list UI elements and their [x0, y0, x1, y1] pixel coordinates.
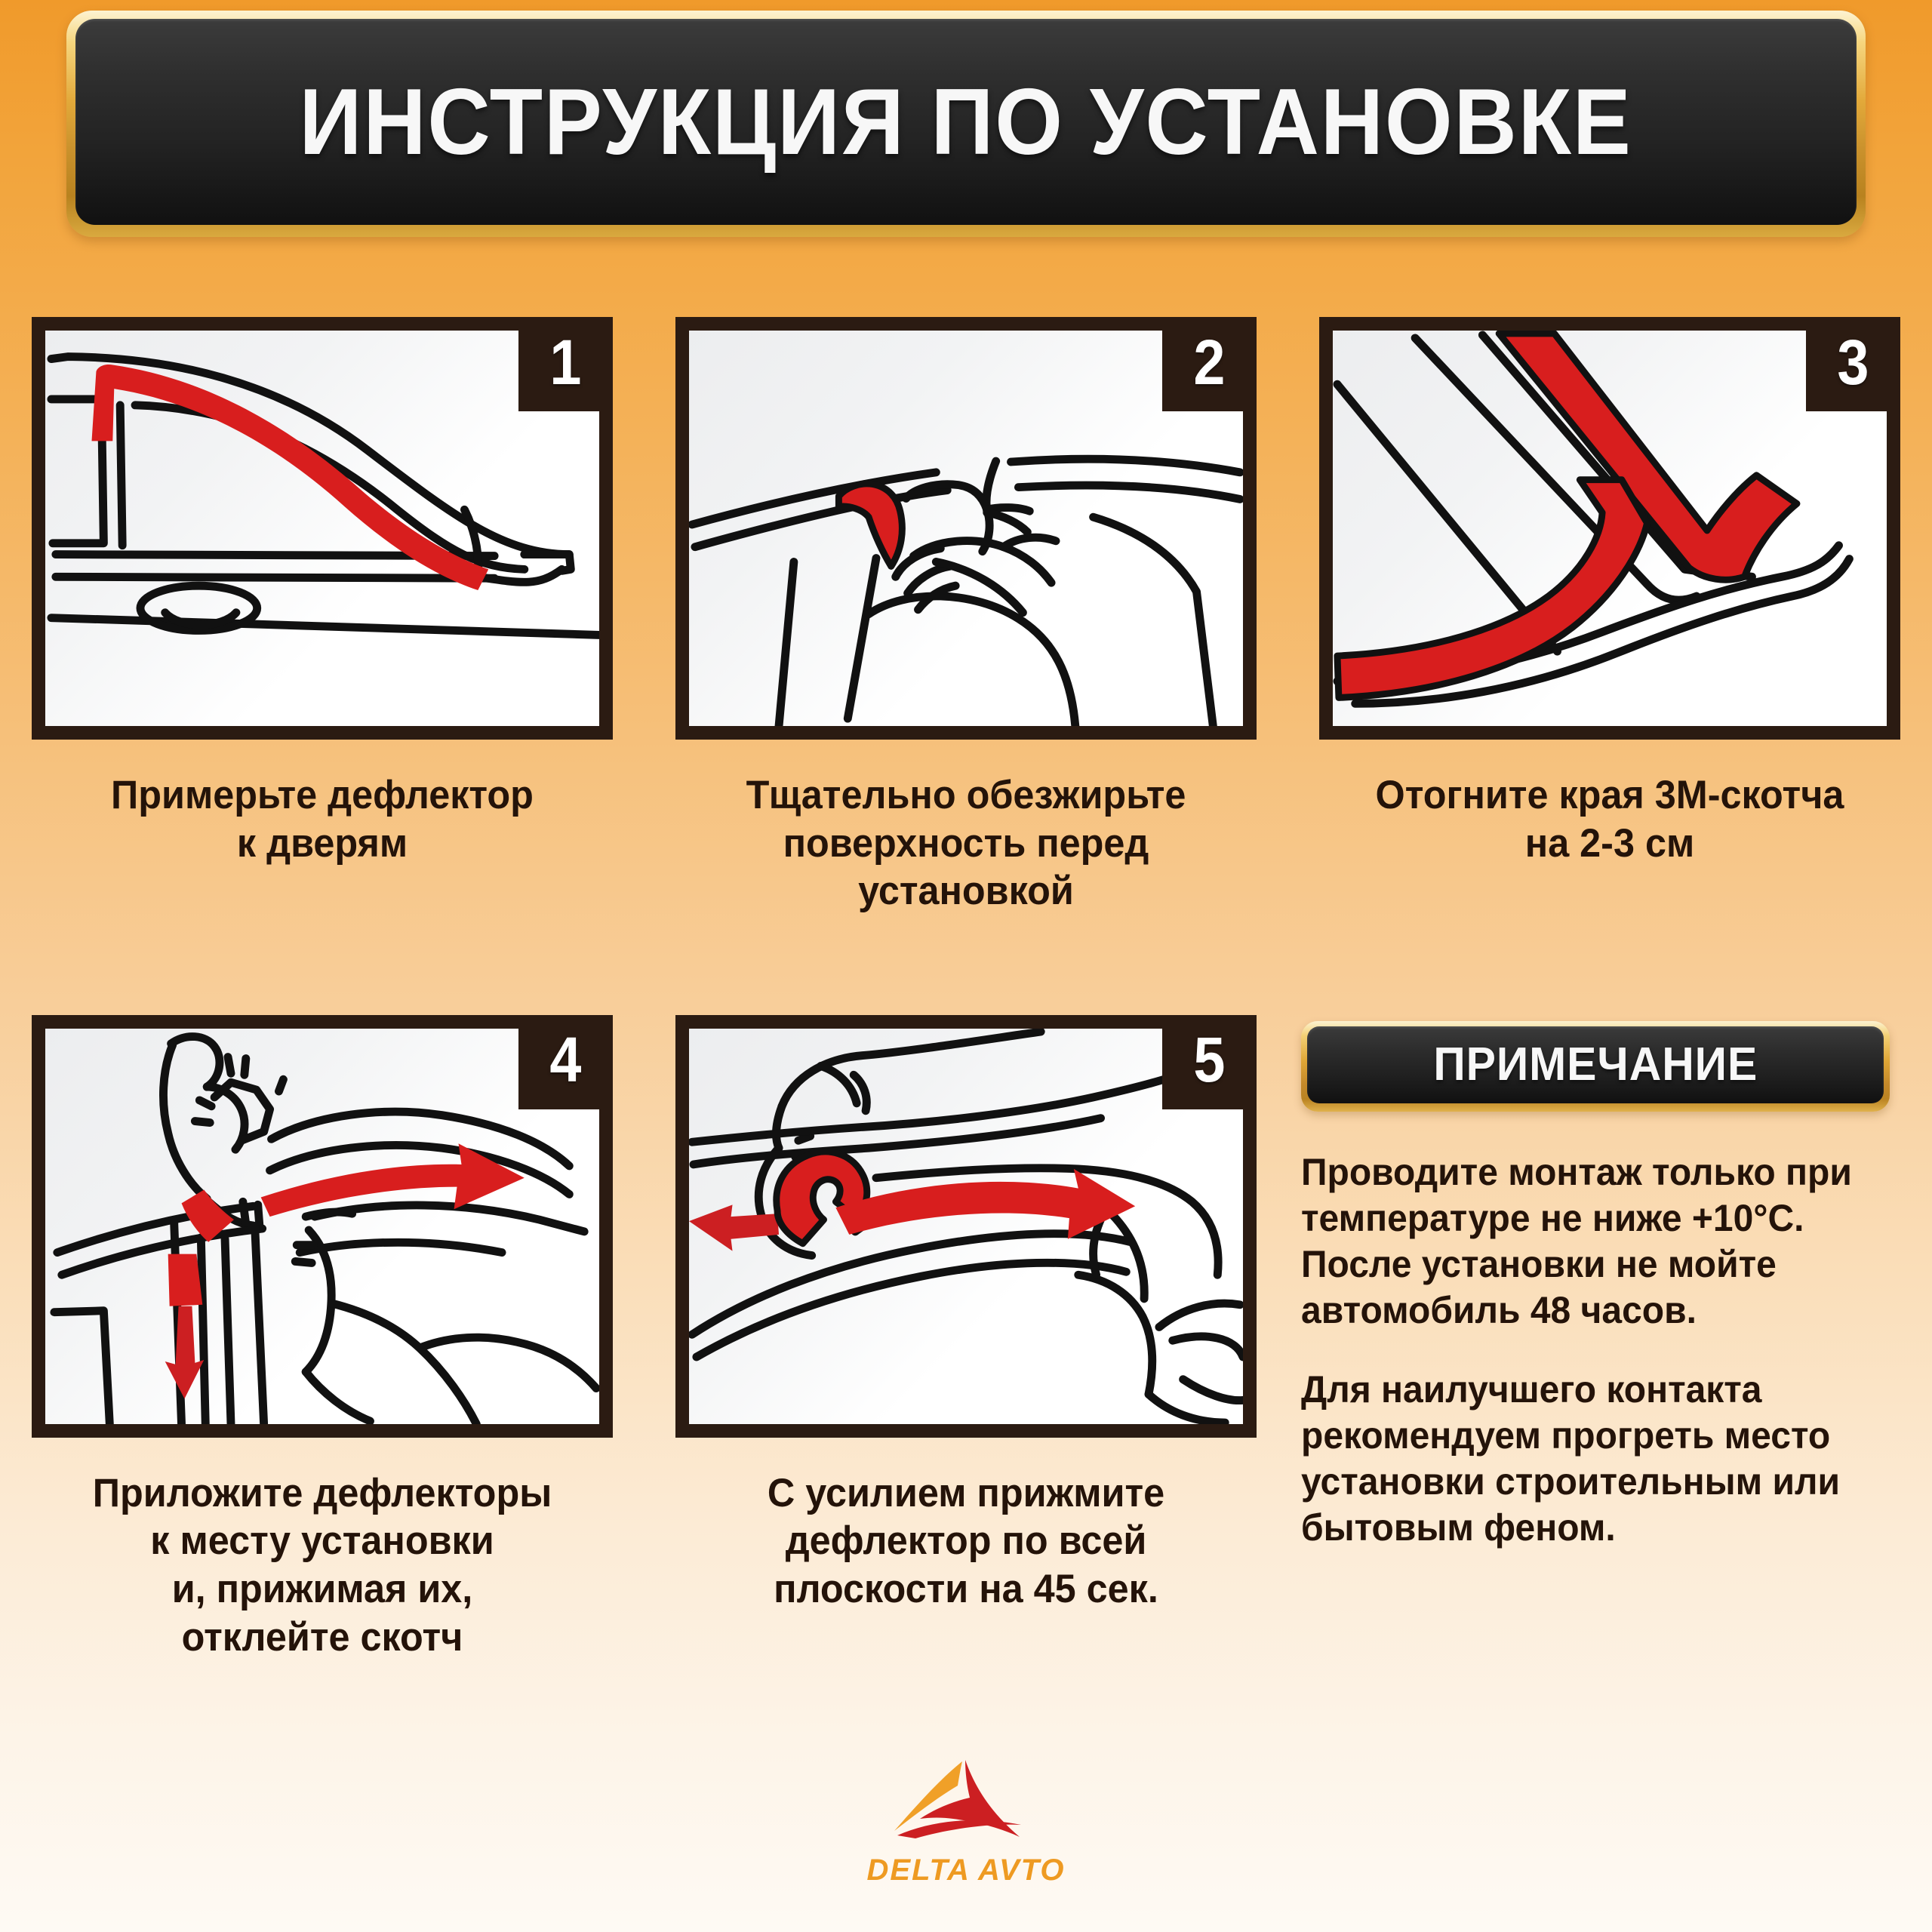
- step-number-5: 5: [1192, 1024, 1226, 1096]
- note-title-plate: ПРИМЕЧАНИЕ: [1307, 1026, 1884, 1103]
- step-number-badge-3: 3: [1805, 317, 1900, 411]
- step-card-2: 2 Тщательно обезжирьте поверхность перед…: [644, 317, 1287, 915]
- step-number-badge-2: 2: [1161, 317, 1257, 411]
- step-caption-1: Примерьте дефлектор к дверям: [110, 773, 534, 866]
- step-caption-3: Отогните края 3М-скотча на 2-3 см: [1375, 773, 1844, 866]
- car-door-deflector-icon: [46, 352, 599, 639]
- step-number-1: 1: [549, 326, 582, 398]
- step-caption-2: Тщательно обезжирьте поверхность перед у…: [746, 773, 1186, 914]
- hand-pressing-deflector-icon: [688, 1028, 1243, 1424]
- step-card-4: 4 Приложите дефлекторы к месту установки…: [0, 1014, 644, 1661]
- step-card-5: 5 С усилием прижмите дефлектор по всей п…: [644, 1014, 1287, 1661]
- step-number-3: 3: [1836, 326, 1869, 398]
- note-title-banner: ПРИМЕЧАНИЕ: [1301, 1020, 1890, 1112]
- note-paragraph-2: Для наилучшего контакта рекомендуем прог…: [1301, 1367, 1840, 1549]
- step-caption-4: Приложите дефлекторы к месту установки и…: [92, 1470, 552, 1660]
- steps-row-2: 4 Приложите дефлекторы к месту установки…: [0, 1014, 1932, 1661]
- page-title-banner: ИНСТРУКЦИЯ ПО УСТАНОВКЕ: [66, 11, 1866, 237]
- steps-grid: 1 Примерьте дефлектор к дверям: [0, 317, 1932, 1661]
- hand-applying-deflector-icon: [49, 1032, 599, 1424]
- step-illustration-2: 2: [675, 317, 1257, 740]
- note-paragraph-1: Проводите монтаж только при температуре …: [1301, 1150, 1852, 1331]
- step-number-2: 2: [1192, 326, 1226, 398]
- brand-logo: DELTA AVTO: [0, 1758, 1932, 1887]
- step-caption-5: С усилием прижмите дефлектор по всей пло…: [767, 1470, 1164, 1611]
- page-title: ИНСТРУКЦИЯ ПО УСТАНОВКЕ: [299, 69, 1633, 174]
- step-number-4: 4: [549, 1024, 582, 1096]
- note-title: ПРИМЕЧАНИЕ: [1433, 1038, 1758, 1091]
- note-body: Проводите монтаж только при температуре …: [1301, 1149, 1881, 1551]
- delta-arrow-logo-icon: [894, 1760, 1021, 1838]
- step-card-1: 1 Примерьте дефлектор к дверям: [0, 317, 644, 915]
- hand-wiping-surface-icon: [688, 454, 1243, 726]
- note-section: ПРИМЕЧАНИЕ Проводите монтаж только при т…: [1287, 1015, 1931, 1661]
- peeling-tape-liner-icon: [1332, 331, 1854, 708]
- step-card-3: 3 Отогните края 3М-скотча на 2-3 см: [1287, 317, 1931, 915]
- step-illustration-1: 1: [31, 317, 613, 740]
- step-illustration-5: 5: [675, 1014, 1257, 1438]
- step-illustration-3: 3: [1318, 317, 1900, 740]
- step-number-badge-5: 5: [1161, 1014, 1257, 1109]
- steps-row-1: 1 Примерьте дефлектор к дверям: [0, 317, 1932, 915]
- page-title-plate: ИНСТРУКЦИЯ ПО УСТАНОВКЕ: [75, 19, 1857, 225]
- step-number-badge-4: 4: [518, 1014, 613, 1109]
- step-illustration-4: 4: [31, 1014, 613, 1438]
- brand-name: DELTA AVTO: [866, 1854, 1066, 1887]
- step-number-badge-1: 1: [518, 317, 613, 411]
